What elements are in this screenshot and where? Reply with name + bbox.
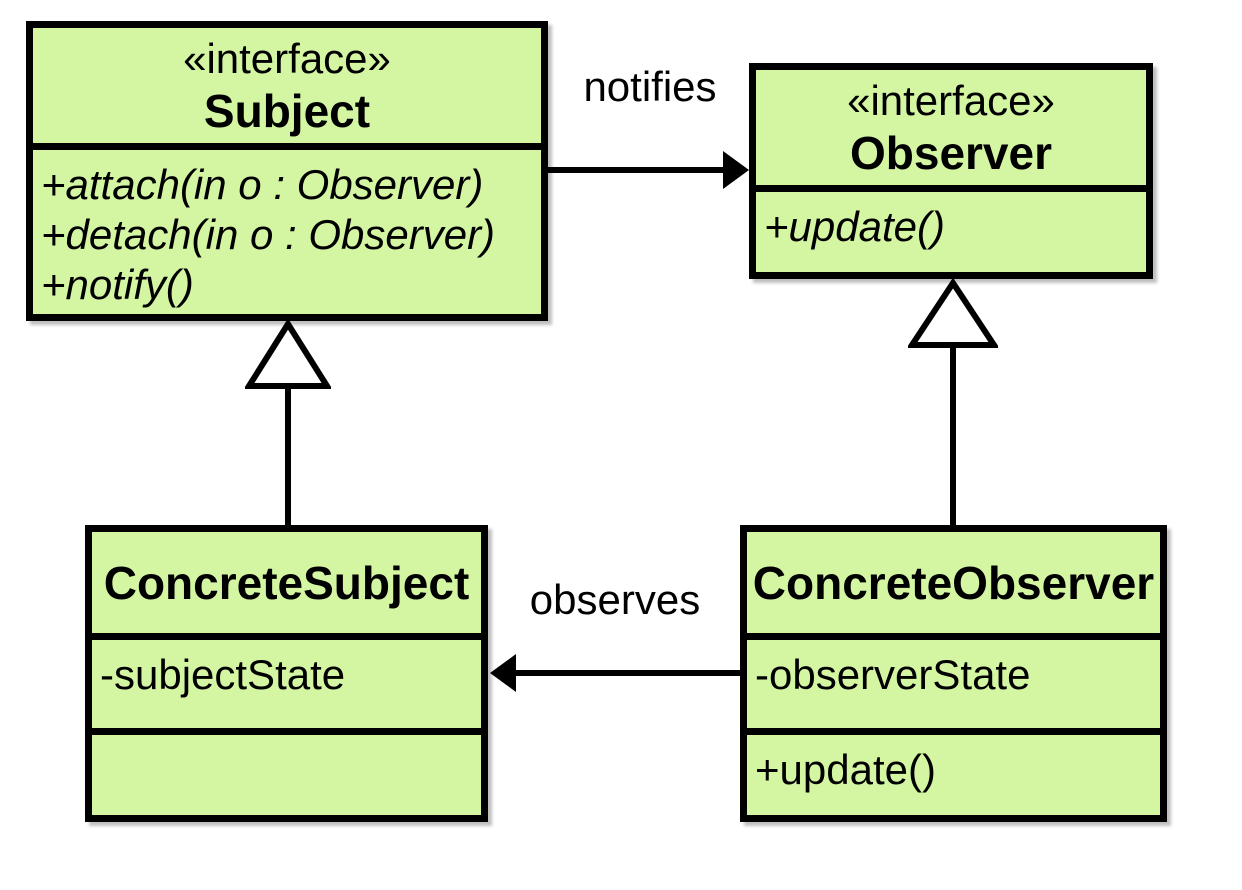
generalization-observer-triangle-icon <box>908 279 998 348</box>
observer-title-compartment: «interface» Observer <box>756 70 1146 185</box>
observer-methods-compartment: +update() <box>756 185 1146 272</box>
subject-class-name: Subject <box>203 84 371 137</box>
association-notifies-line <box>548 167 727 173</box>
concrete-observer-title-compartment: ConcreteObserver <box>747 532 1160 633</box>
method-item: +detach(in o : Observer) <box>41 211 496 258</box>
observer-class-name: Observer <box>849 126 1052 179</box>
concrete-subject-title-compartment: ConcreteSubject <box>92 532 481 633</box>
generalization-subject-line <box>285 387 291 527</box>
observes-arrowhead-icon <box>490 654 516 692</box>
class-box-concrete-observer: ConcreteObserver -observerState +update(… <box>740 525 1167 822</box>
concrete-observer-methods-compartment: +update() <box>747 728 1160 815</box>
concrete-observer-class-name: ConcreteObserver <box>752 556 1155 609</box>
class-box-subject: «interface» Subject +attach(in o : Obser… <box>26 21 548 321</box>
attribute-item: -subjectState <box>100 651 346 698</box>
concrete-subject-class-name: ConcreteSubject <box>103 556 470 609</box>
edge-label-notifies: notifies <box>583 63 717 110</box>
observer-stereotype-label: «interface» <box>847 76 1055 124</box>
generalization-observer-line <box>950 345 956 527</box>
subject-stereotype-label: «interface» <box>183 34 391 82</box>
class-box-concrete-subject: ConcreteSubject -subjectState <box>85 525 488 822</box>
class-box-observer: «interface» Observer +update() <box>749 63 1153 279</box>
edge-label-observes: observes <box>529 576 701 623</box>
method-item: +update() <box>764 203 945 250</box>
association-observes-line <box>512 670 740 676</box>
attribute-item: -observerState <box>755 651 1031 698</box>
generalization-subject-triangle-icon <box>245 320 331 389</box>
notifies-arrowhead-icon <box>723 151 749 189</box>
subject-title-compartment: «interface» Subject <box>33 28 541 143</box>
concrete-observer-attributes-compartment: -observerState <box>747 633 1160 728</box>
method-item: +notify() <box>41 261 194 308</box>
concrete-subject-methods-compartment <box>92 728 481 815</box>
concrete-subject-attributes-compartment: -subjectState <box>92 633 481 728</box>
method-item: +update() <box>755 746 936 793</box>
method-item: +attach(in o : Observer) <box>41 161 484 208</box>
subject-methods-compartment: +attach(in o : Observer) +detach(in o : … <box>33 143 541 314</box>
